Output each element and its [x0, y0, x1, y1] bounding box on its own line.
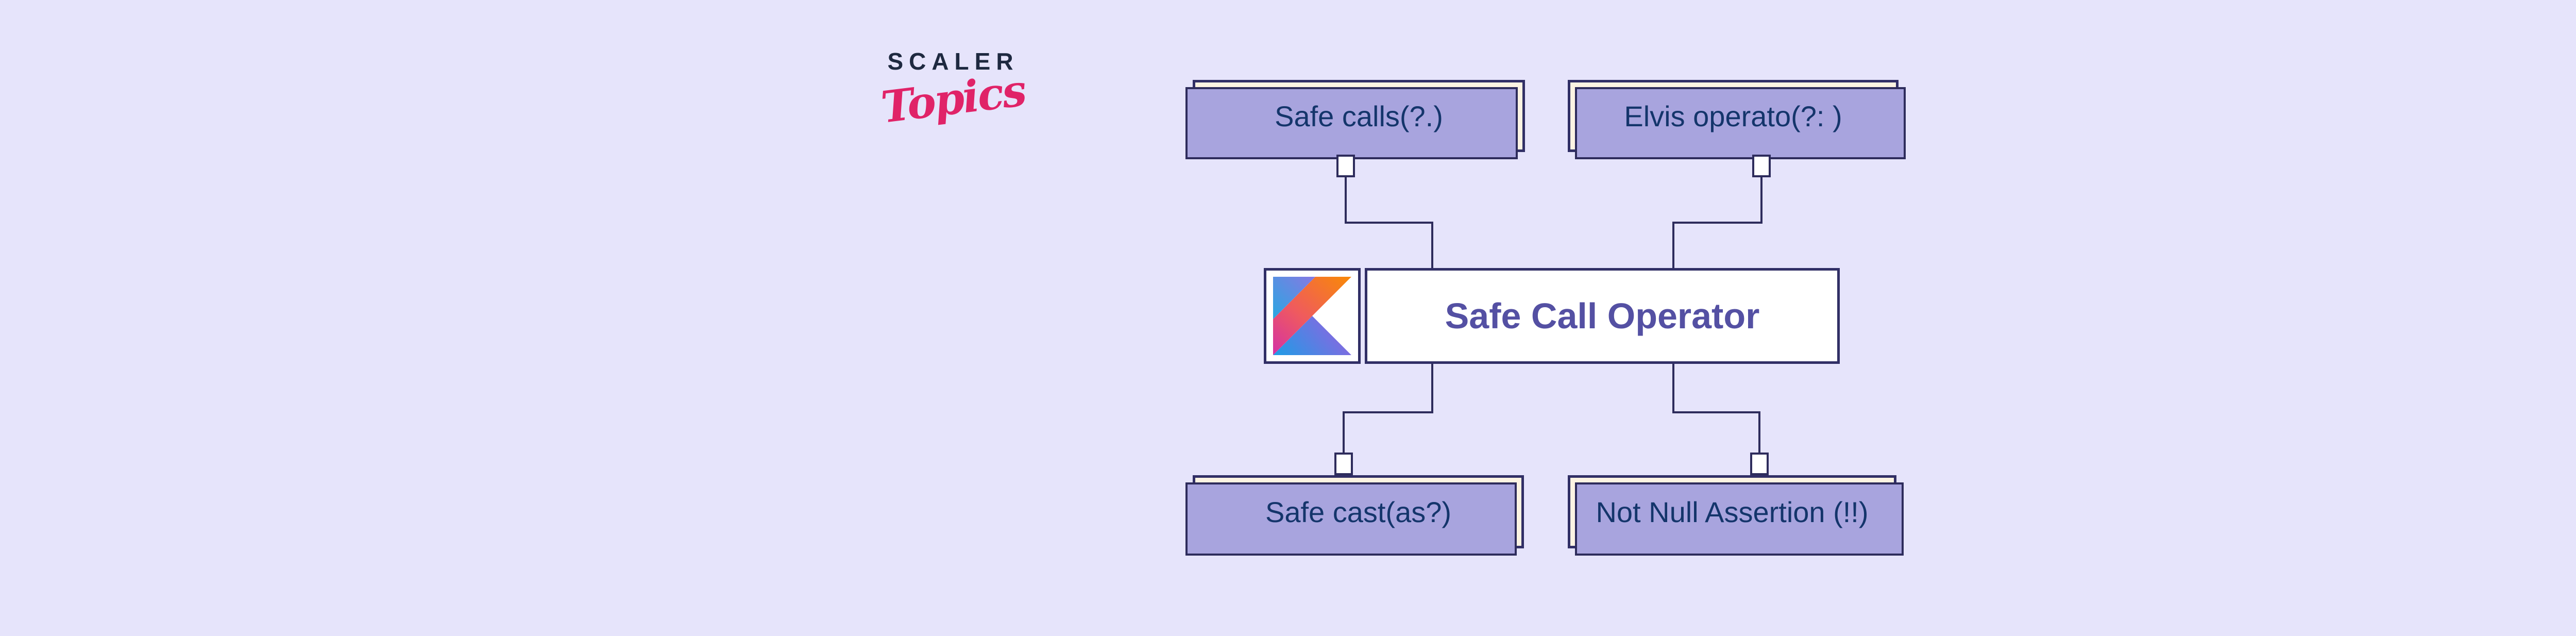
node-safe-calls: Safe calls(?.): [1193, 80, 1525, 152]
connector-top-left: [1345, 177, 1433, 269]
node-safe-cast: Safe cast(as?): [1193, 475, 1524, 548]
connector-bottom-right: [1672, 363, 1760, 455]
kotlin-logo-box: [1264, 268, 1361, 364]
connector-port-bottom-right: [1750, 453, 1769, 475]
node-safe-cast-label: Safe cast(as?): [1265, 495, 1452, 528]
kotlin-logo-icon: [1273, 277, 1351, 355]
connector-top-right: [1672, 177, 1762, 269]
node-not-null-assertion-label: Not Null Assertion (!!): [1596, 495, 1869, 528]
node-safe-call-operator: Safe Call Operator: [1365, 268, 1840, 364]
node-elvis-operator-label: Elvis operato(?: ): [1624, 99, 1842, 132]
scaler-topics-logo: SCALER Topics: [871, 47, 1036, 133]
connector-port-top-left: [1336, 155, 1355, 177]
connector-port-top-right: [1752, 155, 1771, 177]
connector-bottom-left: [1343, 363, 1433, 455]
connector-port-bottom-left: [1334, 453, 1353, 475]
node-safe-call-operator-label: Safe Call Operator: [1445, 296, 1760, 336]
node-not-null-assertion: Not Null Assertion (!!): [1568, 475, 1896, 548]
node-safe-calls-label: Safe calls(?.): [1275, 99, 1443, 132]
node-elvis-operator: Elvis operato(?: ): [1568, 80, 1899, 152]
scaler-wordmark: SCALER: [887, 48, 1019, 75]
